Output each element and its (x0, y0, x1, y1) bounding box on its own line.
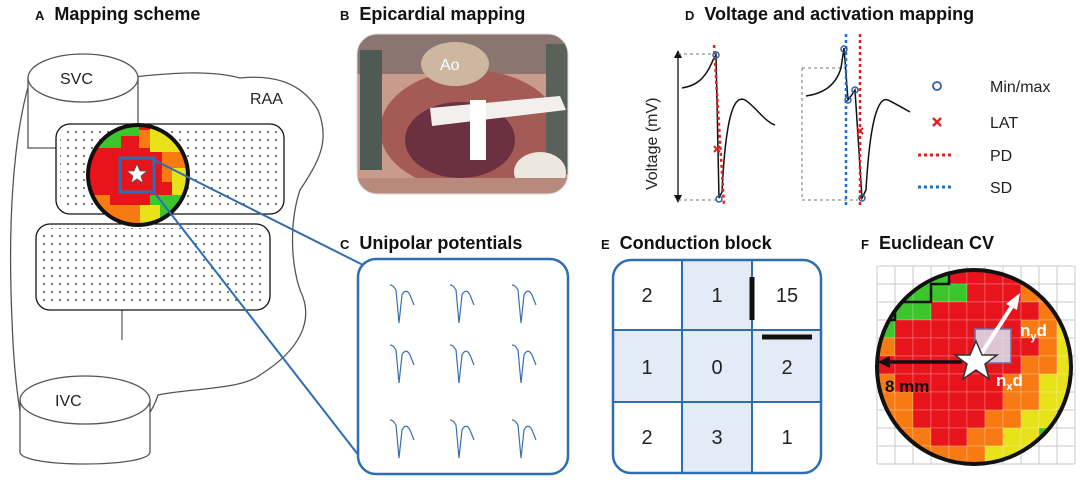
conduction-cell-value: 1 (641, 357, 652, 379)
panel-e-title: E Conduction block (601, 233, 772, 254)
panel-d-letter: D (685, 8, 695, 23)
electrogram-trace-1 (681, 52, 776, 199)
mapping-circle-a (86, 123, 190, 227)
legend-d: Min/max LAT PD SD (918, 79, 1050, 197)
panel-f-heading: Euclidean CV (878, 233, 994, 253)
panel-f-title: F Euclidean CV (861, 233, 994, 254)
electrogram-8 (511, 419, 537, 459)
legend-pd: PD (990, 148, 1012, 165)
conduction-cell-value: 3 (711, 427, 722, 449)
ivc-label: IVC (55, 393, 82, 410)
panel-a-heading: Mapping scheme (54, 4, 201, 24)
panel-d-title: D Voltage and activation mapping (685, 4, 974, 25)
electrogram-6 (389, 419, 415, 459)
panel-e-letter: E (601, 237, 610, 252)
conduction-cell-value: 2 (781, 357, 792, 379)
panel-b-heading: Epicardial mapping (359, 4, 526, 24)
conduction-values: 2 1 15 1 0 2 2 3 1 (641, 285, 798, 449)
pd-line-1 (712, 44, 726, 206)
epicardial-photo (357, 34, 568, 194)
min-marker-2b (858, 194, 866, 202)
panel-a-letter: A (35, 8, 45, 23)
electrogram-4 (449, 344, 475, 384)
conduction-cell-value: 2 (641, 427, 652, 449)
aorta-label: Ao (440, 57, 460, 74)
electrogram-7 (449, 419, 475, 459)
velocity-arrow (974, 298, 1018, 364)
min-max-legend-icon (932, 81, 942, 91)
cv-circle (875, 268, 1073, 466)
electrogram-grid (389, 284, 537, 459)
conduction-cell-value: 2 (641, 285, 652, 307)
zoom-square-a (118, 156, 156, 194)
ny-label: nyd (1020, 321, 1047, 343)
electrogram-5 (511, 344, 537, 384)
max-marker-2b (851, 86, 859, 94)
svc-label: SVC (60, 71, 93, 88)
electrogram-3 (389, 344, 415, 384)
legend-sd: SD (990, 180, 1012, 197)
panel-c-letter: C (340, 237, 350, 252)
lat-marker-1 (713, 145, 721, 153)
conduction-cell-value: 1 (781, 427, 792, 449)
electrogram-1 (449, 284, 475, 324)
electrogram-2 (511, 284, 537, 324)
lat-marker-2 (856, 127, 864, 135)
panel-b-letter: B (340, 8, 350, 23)
nx-label: nxd (996, 371, 1023, 393)
min-marker-1 (715, 195, 723, 203)
legend-lat: LAT (990, 115, 1018, 132)
conduction-cell-value: 15 (776, 285, 798, 307)
conduction-cell-value: 1 (711, 285, 722, 307)
conduction-block-grid: 2 1 15 1 0 2 2 3 1 (611, 258, 823, 475)
max-marker-2a (840, 45, 848, 53)
panel-c-title: C Unipolar potentials (340, 233, 522, 254)
conduction-cell-value: 0 (711, 357, 722, 379)
max-marker-1 (712, 51, 720, 59)
panel-a-diagram: SVC IVC RAA (9, 53, 371, 471)
star-icon-f (952, 339, 1000, 381)
legend-min-max: Min/max (990, 79, 1050, 96)
panel-b-title: B Epicardial mapping (340, 4, 525, 25)
voltage-axis-label: Voltage (mV) (644, 98, 661, 190)
raa-label: RAA (250, 91, 283, 108)
panel-f-letter: F (861, 237, 869, 252)
radius-label: 8 mm (885, 377, 929, 396)
lat-legend-icon (932, 117, 942, 127)
unipolar-potentials-box (356, 257, 570, 476)
ivc-vessel: IVC (19, 375, 151, 465)
euclidean-cv-diagram: 8 mm nyd nxd (875, 265, 1076, 466)
min-marker-2a (844, 96, 852, 104)
panel-d-heading: Voltage and activation mapping (704, 4, 975, 24)
electrogram-trace-2 (805, 47, 911, 201)
zoom-line-bottom (153, 191, 371, 471)
panel-a-title: A Mapping scheme (35, 4, 200, 25)
panel-c-heading: Unipolar potentials (359, 233, 523, 253)
voltage-activation-diagram: Voltage (mV) Min/max (644, 34, 1050, 206)
panel-e-heading: Conduction block (619, 233, 772, 253)
star-icon-a (125, 162, 149, 184)
electrogram-0 (389, 284, 415, 324)
zoom-line-top (153, 159, 368, 268)
